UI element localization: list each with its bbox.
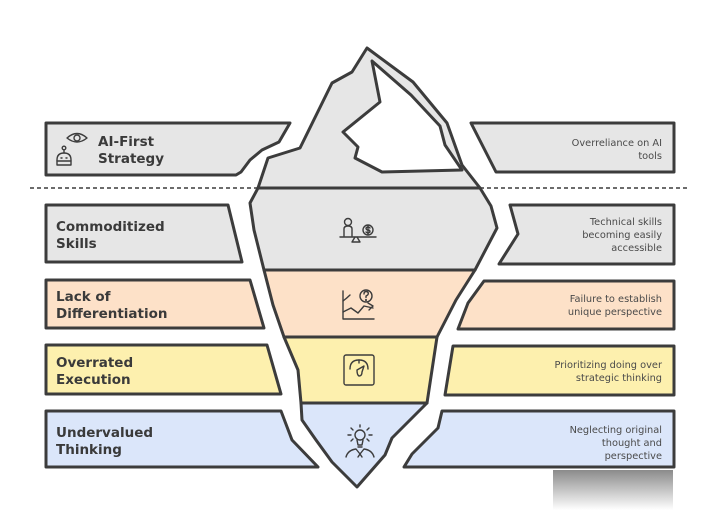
description-line: Failure to establish xyxy=(570,294,662,305)
description-line: thought and xyxy=(602,438,662,449)
left-shape-execution xyxy=(44,343,283,396)
layer-label-execution: Overrated Execution xyxy=(56,355,133,388)
description-line: Overreliance on AI xyxy=(572,138,662,149)
right-shape-differentiation xyxy=(456,279,676,331)
description-line: Prioritizing doing over xyxy=(554,360,662,371)
bottom-shadow xyxy=(553,470,673,510)
label-line: Undervalued xyxy=(56,425,153,441)
description-line: Technical skills xyxy=(589,217,662,228)
label-line: Differentiation xyxy=(56,306,168,322)
label-line: Commoditized xyxy=(56,219,165,235)
description-line: accessible xyxy=(611,243,662,254)
description-line: becoming easily xyxy=(582,230,662,241)
description-line: strategic thinking xyxy=(576,373,662,384)
left-shape-thinking xyxy=(44,409,320,469)
label-line: Strategy xyxy=(98,151,164,167)
layer-description-thinking: Neglecting original thought and perspect… xyxy=(570,425,662,462)
label-line: Execution xyxy=(56,372,131,388)
iceberg-tip-highlight xyxy=(343,61,462,172)
label-line: AI-First xyxy=(98,134,155,150)
description-line: perspective xyxy=(605,451,662,462)
description-line: Neglecting original xyxy=(570,425,662,436)
label-line: Skills xyxy=(56,236,97,252)
iceberg-band-execution xyxy=(284,337,437,403)
iceberg-tip-inner-outline xyxy=(341,59,464,174)
right-shape-commoditized xyxy=(497,203,676,266)
layer-description-ai-first: Overreliance on AI tools xyxy=(572,138,662,162)
person-lightbulb-icon xyxy=(345,424,375,458)
layer-description-commoditized: Technical skills becoming easily accessi… xyxy=(582,217,662,254)
layer-description-execution: Prioritizing doing over strategic thinki… xyxy=(554,360,662,384)
layer-label-commoditized: Commoditized Skills xyxy=(56,219,165,252)
label-line: Lack of xyxy=(56,289,111,305)
layer-label-differentiation: Lack of Differentiation xyxy=(56,289,168,322)
layer-label-thinking: Undervalued Thinking xyxy=(56,425,153,458)
person-scale-dollar-icon xyxy=(339,217,377,243)
layer-description-differentiation: Failure to establish unique perspective xyxy=(568,294,662,318)
label-line: Overrated xyxy=(56,355,133,371)
iceberg-body-outline xyxy=(248,186,499,489)
iceberg-tip-outline xyxy=(256,46,482,190)
eye-robot-icon xyxy=(56,132,88,166)
iceberg-band-thinking xyxy=(301,403,427,487)
layer-label-ai-first: AI-First Strategy xyxy=(98,134,164,167)
right-shape-ai-first xyxy=(469,121,676,174)
label-line: Thinking xyxy=(56,442,122,458)
left-shape-commoditized xyxy=(44,203,244,264)
right-shape-execution xyxy=(443,344,676,397)
description-line: unique perspective xyxy=(568,307,662,318)
gauge-icon xyxy=(343,354,375,386)
left-shape-differentiation xyxy=(44,278,266,330)
robot-icon xyxy=(56,145,72,166)
chart-question-icon xyxy=(342,289,375,320)
eye-icon xyxy=(66,132,88,143)
iceberg-tip xyxy=(256,46,482,190)
left-shape-ai-first xyxy=(44,121,292,177)
description-line: tools xyxy=(638,151,662,162)
right-shape-thinking xyxy=(402,409,676,469)
